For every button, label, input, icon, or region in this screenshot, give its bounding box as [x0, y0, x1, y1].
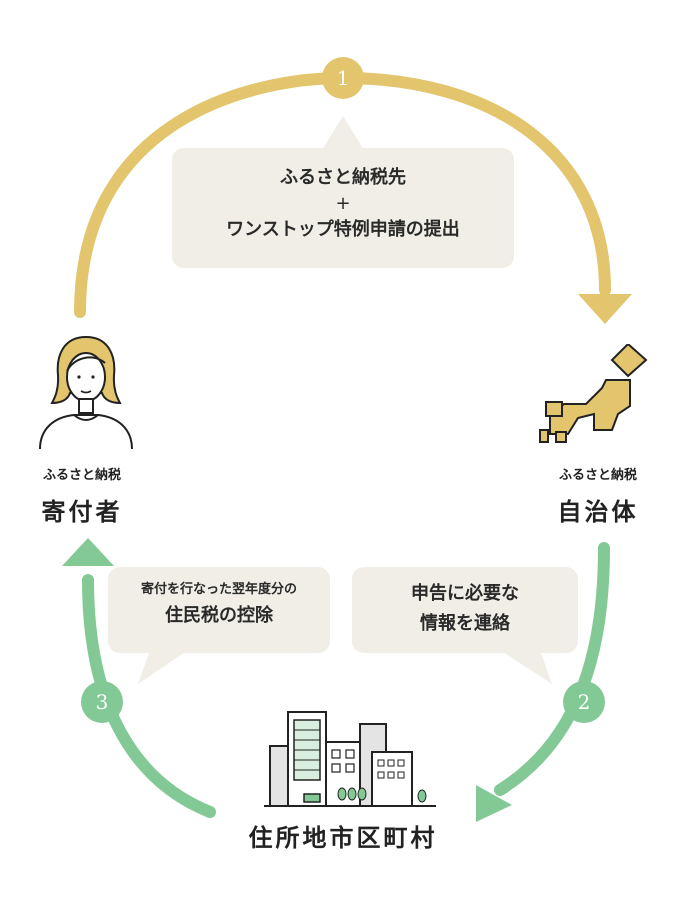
step1-number: 1: [336, 66, 350, 90]
person-icon: [39, 335, 133, 450]
bubble2-tail: [138, 650, 188, 684]
step1-line1: ふるさと納税先: [280, 167, 406, 188]
arrowhead-step3: [62, 538, 114, 566]
step2-line2: 情報を連絡: [420, 613, 510, 634]
arrow-step3: [82, 574, 216, 818]
step1-line2: +: [335, 193, 351, 214]
donor-label: 寄付者: [41, 497, 123, 526]
step2-number: 2: [577, 690, 591, 714]
step3-circle: [81, 681, 123, 723]
residence-label: 住所地市区町村: [248, 823, 438, 852]
step1-circle: [322, 57, 364, 99]
japan-map-icon: [539, 344, 648, 443]
municipality-label: 自治体: [557, 497, 639, 526]
step2-bubble: 申告に必要な 情報を連絡: [352, 567, 578, 653]
donor-sub-label: ふるさと納税: [42, 468, 121, 483]
bubble1-tail: [322, 116, 364, 150]
step3-bubble: 寄付を行なった翌年度分の 住民税の控除: [108, 567, 330, 653]
municipality-sub-label: ふるさと納税: [558, 468, 637, 483]
step3-line2: 住民税の控除: [165, 605, 273, 626]
step3-line1: 寄付を行なった翌年度分の: [140, 582, 297, 597]
arrowhead-step2: [476, 785, 512, 822]
step2-circle: [563, 681, 605, 723]
arrowhead-step1: [578, 294, 632, 324]
step1-bubble: ふるさと納税先 + ワンストップ特例申請の提出: [172, 148, 514, 268]
step2-line1: 申告に必要な: [411, 583, 519, 604]
bubble3-tail: [500, 650, 552, 684]
step3-number: 3: [95, 690, 109, 714]
city-buildings-icon: [264, 711, 436, 807]
step1-line3: ワンストップ特例申請の提出: [226, 219, 460, 240]
